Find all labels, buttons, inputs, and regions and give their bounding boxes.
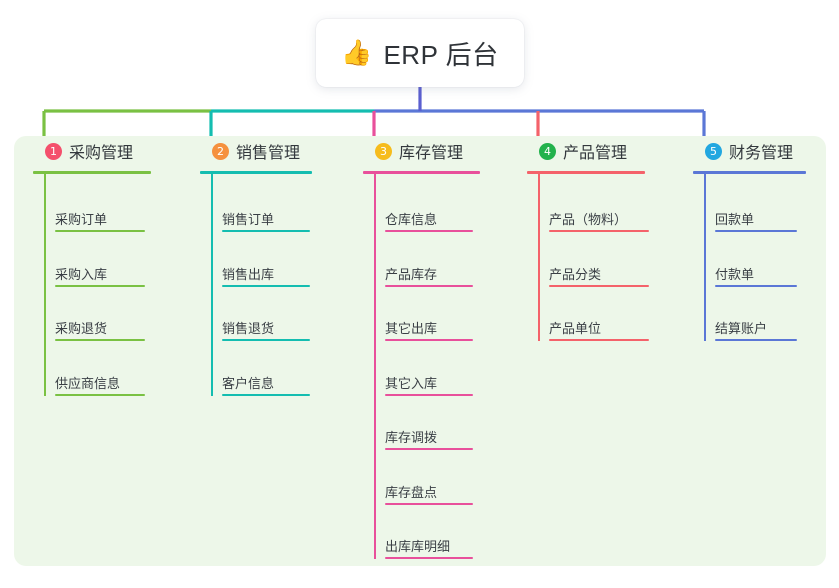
- branch-leaf-label: 其它入库: [385, 375, 438, 391]
- branch-leaf-label: 产品单位: [549, 321, 602, 336]
- branch-header-1[interactable]: 1 采购管理: [33, 136, 133, 166]
- branch-column-4: 4 产品管理产品（物料） 产品分类产品单位: [527, 136, 649, 341]
- branch-column-1: 1 采购管理采购订单采购入库采购退货供应商信息: [33, 136, 151, 396]
- branch-leaf-item[interactable]: 出库库明细: [385, 533, 473, 559]
- branch-leaf-underline: [385, 502, 473, 505]
- branch-number-badge: 5: [705, 142, 722, 160]
- branch-column-5: 5 财务管理回款单付款单结算账户: [693, 136, 806, 341]
- branch-spine: [538, 172, 540, 341]
- branch-spine: [374, 172, 376, 559]
- branch-leaf-label: 采购退货: [55, 321, 108, 336]
- branch-leaf-underline: [385, 339, 473, 341]
- branch-leaf-item[interactable]: 付款单: [715, 261, 797, 287]
- branch-leaf-underline: [549, 284, 649, 287]
- branch-leaf-underline: [222, 284, 310, 287]
- branch-leaf-label: 产品分类: [549, 266, 602, 282]
- branch-title: 采购管理: [69, 145, 134, 162]
- branch-leaf-item[interactable]: 产品（物料）: [549, 206, 649, 232]
- branch-header-4[interactable]: 4 产品管理: [527, 136, 627, 166]
- branch-leaf-label: 销售订单: [222, 212, 275, 227]
- branch-leaf-underline: [222, 339, 310, 341]
- branch-leaf-underline: [222, 393, 310, 396]
- branch-leaf-underline: [55, 339, 145, 341]
- branch-leaf-label: 采购订单: [55, 212, 108, 227]
- branch-leaf-underline: [55, 284, 145, 287]
- branch-spine: [704, 172, 706, 341]
- branch-leaf-item[interactable]: 仓库信息: [385, 206, 473, 232]
- branch-leaf-item[interactable]: 结算账户: [715, 315, 797, 341]
- branch-leaf-item[interactable]: 采购入库: [55, 261, 145, 287]
- branch-header-2[interactable]: 2 销售管理: [200, 136, 300, 166]
- branch-header-underline: [363, 171, 480, 174]
- branch-leaf-underline: [222, 230, 310, 232]
- branch-header-underline: [527, 171, 645, 174]
- branch-title: 产品管理: [563, 145, 628, 162]
- branch-leaf-label: 结算账户: [715, 321, 768, 336]
- branch-leaf-item[interactable]: 库存盘点: [385, 479, 473, 505]
- branch-leaf-item[interactable]: 回款单: [715, 206, 797, 232]
- branch-leaf-item[interactable]: 其它入库: [385, 370, 473, 396]
- branch-leaf-item[interactable]: 销售订单: [222, 206, 310, 232]
- branch-leaf-label: 采购入库: [55, 266, 108, 282]
- branch-leaf-label: 付款单: [715, 266, 755, 282]
- branch-leaf-underline: [385, 230, 473, 232]
- branch-panel: [14, 136, 826, 566]
- branch-leaf-item[interactable]: 供应商信息: [55, 370, 145, 396]
- branch-leaf-item[interactable]: 客户信息: [222, 370, 310, 396]
- branch-leaf-label: 库存盘点: [385, 484, 438, 500]
- branch-number-badge: 4: [539, 142, 556, 160]
- branch-leaf-underline: [55, 230, 145, 232]
- branch-leaf-underline: [55, 393, 145, 396]
- branch-spine: [44, 172, 46, 396]
- thumbs-up-icon: 👍: [341, 38, 373, 67]
- branch-header-3[interactable]: 3 库存管理: [363, 136, 463, 166]
- branch-leaf-item[interactable]: 其它出库: [385, 315, 473, 341]
- branch-leaf-item[interactable]: 库存调拨: [385, 424, 473, 450]
- branch-leaf-underline: [715, 339, 797, 341]
- branch-leaf-label: 客户信息: [222, 375, 275, 391]
- branch-header-5[interactable]: 5 财务管理: [693, 136, 793, 166]
- branch-leaf-label: 产品（物料）: [549, 212, 628, 227]
- branch-leaf-label: 产品库存: [385, 266, 438, 282]
- root-title: ERP 后台: [383, 39, 499, 70]
- branch-number-badge: 3: [375, 142, 392, 160]
- branch-leaf-label: 回款单: [715, 212, 755, 227]
- root-node[interactable]: 👍 ERP 后台: [316, 19, 524, 87]
- branch-leaf-label: 出库库明细: [385, 539, 451, 554]
- branch-leaf-underline: [715, 230, 797, 232]
- branch-number-badge: 2: [212, 142, 229, 160]
- branch-leaf-underline: [385, 393, 473, 396]
- branch-number-badge: 1: [45, 142, 62, 160]
- branch-leaf-underline: [715, 284, 797, 287]
- branch-leaf-label: 销售退货: [222, 321, 275, 336]
- branch-leaf-label: 其它出库: [385, 321, 438, 336]
- branch-leaf-label: 销售出库: [222, 266, 275, 282]
- branch-leaf-item[interactable]: 采购退货: [55, 315, 145, 341]
- branch-column-2: 2 销售管理销售订单销售出库销售退货客户信息: [200, 136, 312, 396]
- branch-leaf-underline: [385, 448, 473, 450]
- branch-spine: [211, 172, 213, 396]
- branch-title: 财务管理: [729, 145, 794, 162]
- branch-header-underline: [693, 171, 806, 174]
- branch-leaf-underline: [549, 339, 649, 341]
- branch-leaf-label: 库存调拨: [385, 430, 438, 445]
- branch-column-3: 3 库存管理仓库信息产品库存其它出库其它入库库存调拨库存盘点出库库明细: [363, 136, 480, 559]
- branch-leaf-underline: [549, 230, 649, 232]
- branch-leaf-item[interactable]: 产品分类: [549, 261, 649, 287]
- branch-leaf-item[interactable]: 销售退货: [222, 315, 310, 341]
- branch-leaf-item[interactable]: 采购订单: [55, 206, 145, 232]
- branch-leaf-underline: [385, 557, 473, 559]
- branch-leaf-underline: [385, 284, 473, 287]
- branch-header-underline: [200, 171, 312, 174]
- branch-leaf-item[interactable]: 产品库存: [385, 261, 473, 287]
- branch-leaf-label: 仓库信息: [385, 212, 438, 227]
- branch-header-underline: [33, 171, 151, 174]
- branch-leaf-item[interactable]: 产品单位: [549, 315, 649, 341]
- branch-leaf-item[interactable]: 销售出库: [222, 261, 310, 287]
- branch-leaf-label: 供应商信息: [55, 375, 121, 391]
- branch-title: 库存管理: [399, 145, 464, 162]
- branch-title: 销售管理: [236, 145, 301, 162]
